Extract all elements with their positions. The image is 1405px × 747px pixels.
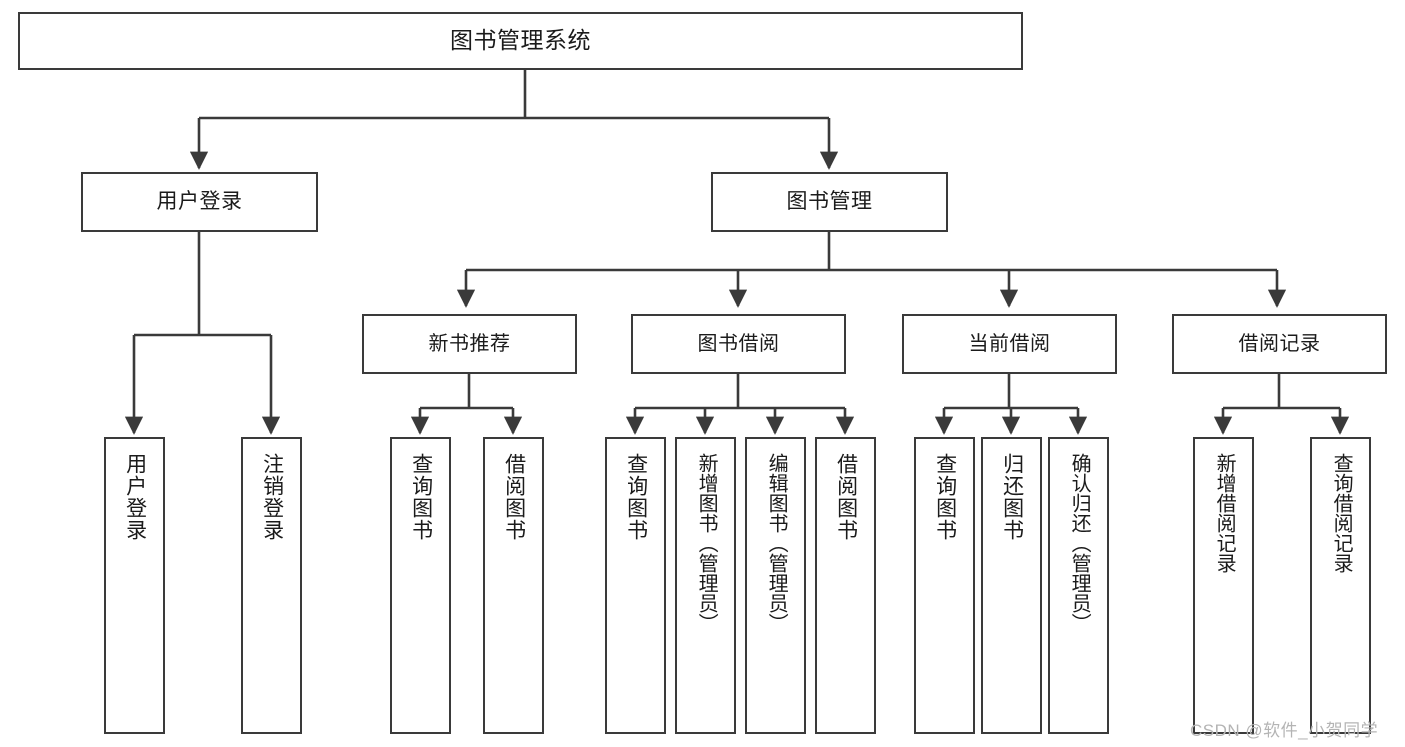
node-user-login[interactable]: 用户登录 — [81, 172, 318, 232]
leaf-current-borrow-confirm-return[interactable]: 确认归还（管理员） — [1048, 437, 1109, 734]
leaf-current-borrow-query[interactable]: 查询图书 — [914, 437, 975, 734]
leaf-borrow-record-add[interactable]: 新增借阅记录 — [1193, 437, 1254, 734]
node-label: 新增借阅记录 — [1213, 453, 1236, 573]
node-label: 图书管理 — [786, 190, 873, 214]
node-label: 查询图书 — [409, 453, 433, 541]
leaf-borrow-record-query[interactable]: 查询借阅记录 — [1310, 437, 1371, 734]
node-label: 归还图书 — [1000, 453, 1024, 541]
node-book-management[interactable]: 图书管理 — [711, 172, 948, 232]
node-label: 用户登录 — [156, 190, 243, 214]
node-label: 确认归还（管理员） — [1068, 453, 1091, 633]
node-label: 用户登录 — [123, 453, 147, 541]
node-label: 借阅记录 — [1238, 332, 1321, 355]
leaf-user-login-login[interactable]: 用户登录 — [104, 437, 165, 734]
leaf-book-borrow-query[interactable]: 查询图书 — [605, 437, 666, 734]
node-label: 查询借阅记录 — [1330, 453, 1353, 573]
node-label: 图书管理系统 — [450, 27, 591, 54]
node-label: 查询图书 — [624, 453, 648, 541]
node-label: 新增图书（管理员） — [695, 453, 718, 633]
leaf-new-book-borrow[interactable]: 借阅图书 — [483, 437, 544, 734]
node-label: 图书借阅 — [697, 332, 780, 355]
node-new-book-recommend[interactable]: 新书推荐 — [362, 314, 577, 374]
node-label: 当前借阅 — [968, 332, 1051, 355]
node-book-borrow[interactable]: 图书借阅 — [631, 314, 846, 374]
node-borrow-record[interactable]: 借阅记录 — [1172, 314, 1387, 374]
leaf-new-book-query[interactable]: 查询图书 — [390, 437, 451, 734]
node-root-book-management-system[interactable]: 图书管理系统 — [18, 12, 1023, 70]
node-label: 编辑图书（管理员） — [765, 453, 788, 633]
node-label: 新书推荐 — [428, 332, 511, 355]
node-label: 查询图书 — [933, 453, 957, 541]
node-label: 注销登录 — [260, 453, 284, 541]
leaf-book-borrow-edit[interactable]: 编辑图书（管理员） — [745, 437, 806, 734]
leaf-book-borrow-borrow[interactable]: 借阅图书 — [815, 437, 876, 734]
leaf-book-borrow-add[interactable]: 新增图书（管理员） — [675, 437, 736, 734]
leaf-current-borrow-return[interactable]: 归还图书 — [981, 437, 1042, 734]
node-label: 借阅图书 — [502, 453, 526, 541]
leaf-user-login-logout[interactable]: 注销登录 — [241, 437, 302, 734]
node-current-borrow[interactable]: 当前借阅 — [902, 314, 1117, 374]
node-label: 借阅图书 — [834, 453, 858, 541]
watermark-credit: CSDN @软件_小贺同学 — [1190, 721, 1379, 740]
